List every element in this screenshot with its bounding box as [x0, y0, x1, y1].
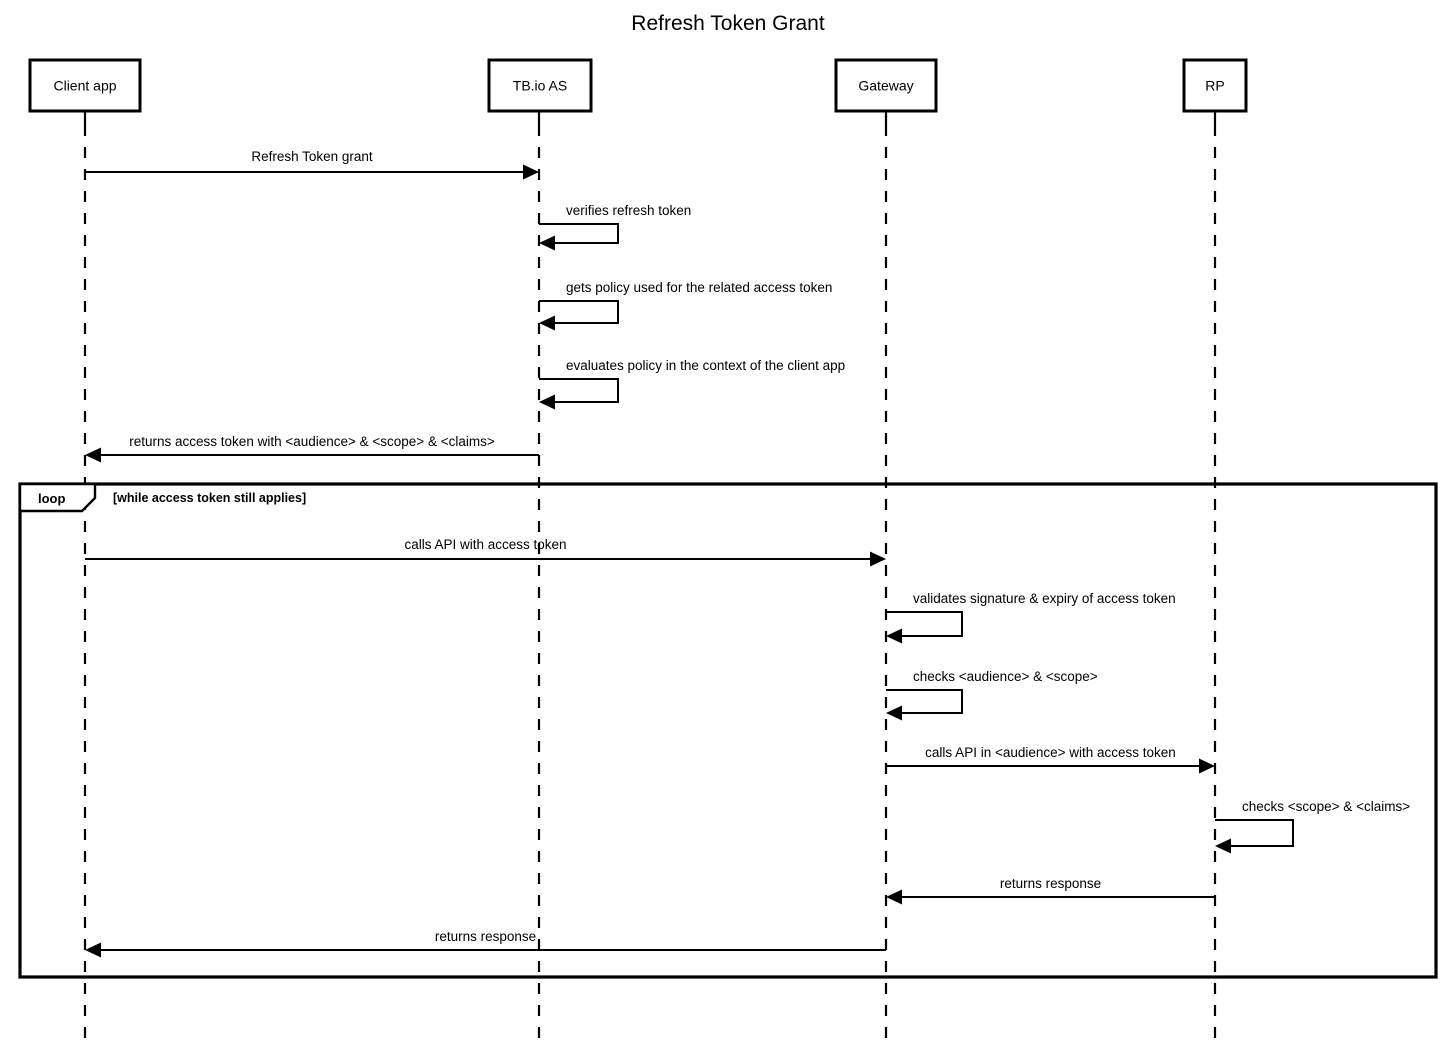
message-label-m3: gets policy used for the related access …: [566, 280, 832, 295]
participant-box-gateway: [834, 58, 938, 113]
message-arrowhead-m11: [886, 889, 902, 905]
loop-fragment-tab: [18, 482, 97, 513]
message-arrowhead-m3: [539, 315, 555, 331]
message-m5: returns access token with <audience> & <…: [85, 434, 539, 463]
diagram-title: Refresh Token Grant: [631, 12, 825, 35]
message-m1: Refresh Token grant: [85, 149, 539, 180]
participant-label-gateway: Gateway: [858, 78, 913, 94]
message-label-m4: evaluates policy in the context of the c…: [566, 358, 845, 373]
message-arrowhead-m2: [539, 235, 555, 251]
message-self-path-m7: [886, 611, 963, 637]
message-label-m12: returns response: [435, 929, 536, 944]
participants-layer: Client app TB.io AS Gateway RP: [28, 58, 1248, 113]
messages-layer: Refresh Token grant verifies refresh toke…: [85, 149, 1410, 958]
lifelines-layer: [83, 111, 1217, 1045]
message-m3: gets policy used for the related access …: [539, 280, 832, 331]
message-m2: verifies refresh token: [539, 203, 691, 251]
loop-fragment-tab-label: loop: [38, 491, 65, 506]
message-arrowhead-m1: [523, 164, 539, 180]
message-label-m10: checks <scope> & <claims>: [1242, 799, 1410, 814]
message-arrowhead-m12: [85, 942, 101, 958]
message-self-path-m2: [539, 223, 619, 244]
message-self-path-m10: [1215, 819, 1294, 847]
message-label-m1: Refresh Token grant: [251, 149, 373, 164]
message-m8: checks <audience> & <scope>: [886, 669, 1098, 721]
message-m6: calls API with access token: [85, 537, 886, 567]
message-self-path-m4: [539, 378, 619, 403]
participant-as[interactable]: TB.io AS: [487, 58, 593, 113]
loop-fragment-border: [18, 482, 1438, 979]
message-arrowhead-m5: [85, 447, 101, 463]
participant-box-as: [487, 58, 593, 113]
message-self-path-m3: [539, 300, 619, 324]
message-arrowhead-m6: [870, 551, 886, 567]
loop-fragment: loop [while access token still applies]: [18, 482, 1438, 979]
message-arrowhead-m10: [1215, 838, 1231, 854]
message-label-m7: validates signature & expiry of access t…: [913, 591, 1176, 606]
message-arrowhead-m4: [539, 394, 555, 410]
message-self-path-m8: [886, 689, 963, 714]
participant-box-rp: [1182, 58, 1248, 113]
message-label-m5: returns access token with <audience> & <…: [129, 434, 495, 449]
participant-label-as: TB.io AS: [513, 78, 567, 94]
message-m7: validates signature & expiry of access t…: [886, 591, 1176, 644]
message-m9: calls API in <audience> with access toke…: [886, 745, 1215, 774]
participant-rp[interactable]: RP: [1182, 58, 1248, 113]
message-label-m8: checks <audience> & <scope>: [913, 669, 1098, 684]
message-arrowhead-m8: [886, 705, 902, 721]
message-label-m11: returns response: [1000, 876, 1101, 891]
message-arrowhead-m9: [1199, 758, 1215, 774]
participant-gateway[interactable]: Gateway: [834, 58, 938, 113]
message-m11: returns response: [886, 876, 1215, 905]
participant-label-rp: RP: [1205, 78, 1224, 94]
message-m4: evaluates policy in the context of the c…: [539, 358, 845, 410]
message-m12: returns response: [85, 929, 886, 958]
message-label-m2: verifies refresh token: [566, 203, 691, 218]
message-label-m6: calls API with access token: [404, 537, 566, 552]
message-label-m9: calls API in <audience> with access toke…: [925, 745, 1176, 760]
participant-box-client: [28, 58, 142, 113]
message-m10: checks <scope> & <claims>: [1215, 799, 1410, 854]
message-arrowhead-m7: [886, 628, 902, 644]
loop-fragment-guard-label: [while access token still applies]: [113, 491, 306, 505]
participant-client[interactable]: Client app: [28, 58, 142, 113]
participant-label-client: Client app: [53, 78, 116, 94]
